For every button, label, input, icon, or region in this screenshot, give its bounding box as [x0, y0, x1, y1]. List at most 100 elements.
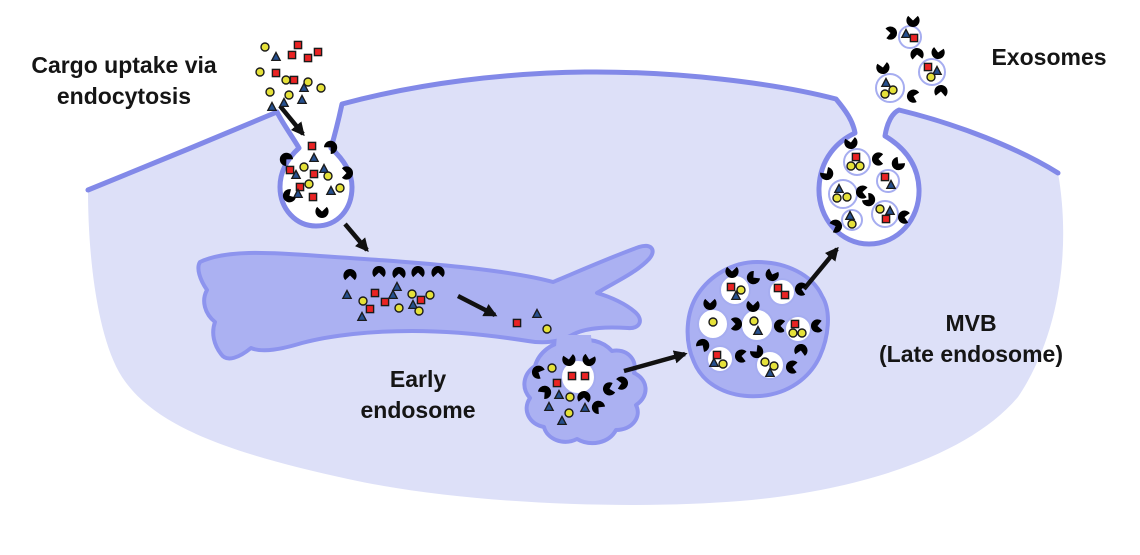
arrow-endosome-to-budding [456, 293, 498, 318]
cargo-yellow-icon [358, 296, 368, 306]
cargo-red-icon [580, 371, 590, 381]
fusion-pit-vesicles [818, 136, 911, 234]
cargo-red-icon [308, 192, 318, 202]
cargo-yellow-icon [565, 392, 575, 402]
endosome-neck [555, 335, 593, 359]
cargo-yellow-icon [855, 161, 865, 171]
cargo-red-icon [880, 172, 890, 182]
cargo-red-icon [370, 288, 380, 298]
label-cargo-uptake-line2: endocytosis [56, 83, 192, 109]
cargo-triangle-icon [271, 51, 281, 62]
cargo-yellow-icon [564, 408, 574, 418]
cargo-yellow-icon [736, 285, 746, 295]
cargo-yellow-icon [842, 192, 852, 202]
plasma-membrane [85, 69, 1061, 247]
cargo-red-icon [567, 371, 577, 381]
cargo-yellow-icon [284, 90, 294, 100]
label-exosomes-text: Exosomes [991, 44, 1107, 70]
cargo-yellow-icon [265, 87, 275, 97]
cargo-red-icon [780, 290, 790, 300]
cargo-yellow-icon [407, 289, 417, 299]
cargo-yellow-icon [281, 75, 291, 85]
intraluminal-vesicle [740, 308, 774, 342]
cargo-triangle-icon [319, 163, 329, 174]
cargo-yellow-icon [542, 324, 552, 334]
cargo-yellow-icon [255, 67, 265, 77]
cargo-red-icon [851, 152, 861, 162]
extracellular-cargo-cluster [255, 40, 326, 112]
cargo-red-icon [313, 47, 323, 57]
cargo-yellow-icon [926, 72, 936, 82]
cargo-triangle-icon [309, 152, 319, 163]
cargo-red-icon [552, 378, 562, 388]
label-early-endosome-line1: Early [389, 366, 447, 392]
arrow-budding-to-mvb [623, 350, 688, 374]
cargo-yellow-icon [708, 317, 718, 327]
cargo-red-icon [416, 295, 426, 305]
cargo-yellow-icon [304, 179, 314, 189]
cargo-yellow-icon [394, 303, 404, 313]
cargo-yellow-icon [832, 193, 842, 203]
exosome-vesicle [828, 179, 858, 209]
cargo-red-icon [307, 141, 317, 151]
cargo-red-icon [271, 68, 281, 78]
released-exosomes [875, 15, 949, 104]
label-exosomes: Exosomes [984, 42, 1114, 73]
cargo-yellow-icon [847, 219, 857, 229]
cargo-red-icon [287, 50, 297, 60]
cargo-red-icon [923, 62, 933, 72]
cargo-red-icon [309, 169, 319, 179]
cargo-triangle-icon [297, 94, 307, 105]
label-early-endosome: Early endosome [318, 364, 518, 426]
cargo-red-icon [293, 40, 303, 50]
cargo-red-icon [726, 282, 736, 292]
flow-arrows [278, 104, 839, 374]
cargo-yellow-icon [769, 361, 779, 371]
label-cargo-uptake-line1: Cargo uptake via [31, 52, 217, 78]
cargo-triangle-icon [267, 101, 277, 112]
cargo-red-icon [285, 165, 295, 175]
label-cargo-uptake: Cargo uptake via endocytosis [14, 50, 234, 112]
cargo-triangle-icon [279, 97, 289, 108]
cargo-red-icon [790, 319, 800, 329]
cargo-yellow-icon [718, 359, 728, 369]
budding-region-contents [522, 353, 637, 426]
cargo-red-icon [380, 297, 390, 307]
cargo-yellow-icon [888, 85, 898, 95]
cargo-yellow-icon [414, 306, 424, 316]
cargo-red-icon [881, 214, 891, 224]
arrow-mvb-to-fusion [802, 246, 839, 291]
label-mvb-line1: MVB [945, 310, 997, 336]
forming-vesicle [560, 359, 596, 395]
cargo-yellow-icon [797, 328, 807, 338]
label-mvb: MVB (Late endosome) [846, 308, 1096, 370]
cargo-yellow-icon [760, 357, 770, 367]
cargo-red-icon [303, 53, 313, 63]
cargo-yellow-icon [323, 171, 333, 181]
cargo-red-icon [773, 283, 783, 293]
cargo-yellow-icon [846, 161, 856, 171]
label-mvb-line2: (Late endosome) [878, 341, 1064, 367]
cargo-red-icon [909, 33, 919, 43]
label-early-endosome-line2: endosome [360, 397, 476, 423]
cargo-yellow-icon [299, 162, 309, 172]
mvb-vesicles [694, 266, 823, 380]
cargo-red-icon [712, 350, 722, 360]
arrow-cargo-into-pit [278, 104, 305, 137]
cargo-yellow-icon [788, 328, 798, 338]
cargo-yellow-icon [316, 83, 326, 93]
cargo-yellow-icon [749, 316, 759, 326]
early-endosome [196, 243, 655, 361]
cargo-red-icon [365, 304, 375, 314]
cargo-yellow-icon [547, 363, 557, 373]
cargo-yellow-icon [335, 183, 345, 193]
cargo-triangle-icon [326, 185, 336, 196]
cargo-yellow-icon [875, 204, 885, 214]
cargo-red-icon [289, 75, 299, 85]
arrow-pit-to-endosome [343, 222, 369, 253]
cargo-red-icon [512, 318, 522, 328]
cargo-yellow-icon [425, 290, 435, 300]
cargo-yellow-icon [880, 89, 890, 99]
